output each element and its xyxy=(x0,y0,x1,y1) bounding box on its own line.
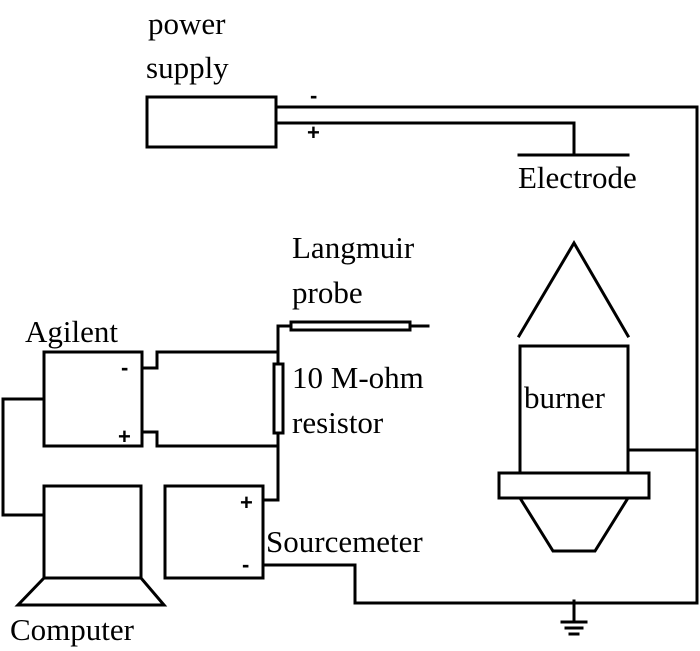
computer-keyboard-base xyxy=(14,576,168,607)
resistor-to-sourcemeter-wire xyxy=(261,444,280,502)
power-supply-label-line1: power xyxy=(148,6,226,41)
burner-body xyxy=(518,344,630,486)
sourcemeter-ground-wire xyxy=(261,563,699,605)
sourcemeter-plus-sign: + xyxy=(240,490,253,515)
power-minus-sign: - xyxy=(310,83,317,108)
resistor-body xyxy=(272,362,285,435)
power-negative-wire xyxy=(274,105,699,603)
sourcemeter-label: Sourcemeter xyxy=(266,524,423,559)
power-positive-wire xyxy=(274,121,576,156)
agilent-negative-wire xyxy=(140,350,280,370)
burner-label: burner xyxy=(524,380,606,415)
agilent-minus-sign: - xyxy=(121,355,128,380)
power-plus-sign: + xyxy=(307,120,320,145)
langmuir-probe-body xyxy=(289,320,412,332)
agilent-computer-link xyxy=(1,397,46,517)
computer-monitor xyxy=(42,484,143,580)
agilent-positive-wire xyxy=(140,430,280,448)
agilent-label: Agilent xyxy=(25,314,118,349)
langmuir-label-line2: probe xyxy=(292,275,363,310)
computer-label: Computer xyxy=(10,612,135,647)
sourcemeter-box xyxy=(163,484,265,580)
sourcemeter-minus-sign: - xyxy=(242,552,249,577)
resistor-label-line2: resistor xyxy=(292,405,384,440)
power-supply-label-line2: supply xyxy=(146,50,229,85)
probe-lead-wire xyxy=(276,324,293,364)
burner-base-plate xyxy=(497,471,651,500)
power-supply-box xyxy=(145,95,278,149)
flame-cone xyxy=(516,240,631,339)
resistor-label-line1: 10 M-ohm xyxy=(292,360,424,395)
agilent-plus-sign: + xyxy=(118,424,131,449)
langmuir-label-line1: Langmuir xyxy=(292,230,415,265)
electrode-label: Electrode xyxy=(518,160,637,195)
burner-funnel xyxy=(517,496,631,553)
